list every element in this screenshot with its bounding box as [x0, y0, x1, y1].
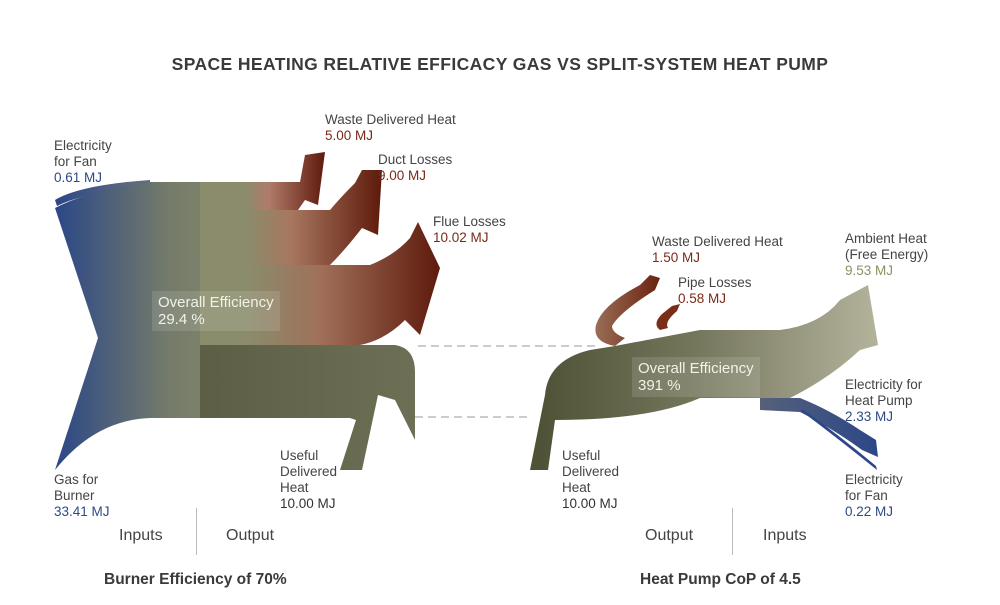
gas-output-label: Output	[226, 527, 275, 544]
flow-duct-losses	[200, 170, 382, 265]
flow-electricity-heat-pump	[760, 398, 878, 457]
gas-overall-efficiency: Overall Efficiency 29.4 %	[152, 291, 280, 331]
flow-pipe-losses	[656, 304, 680, 330]
gas-caption: Burner Efficiency of 70%	[104, 571, 287, 588]
flow-gas-burner	[55, 182, 200, 470]
label-ambient-heat: Ambient Heat (Free Energy) 9.53 MJ	[845, 231, 929, 278]
hp-overall-efficiency: Overall Efficiency 391 %	[632, 357, 760, 397]
label-waste-delivered-heat-gas: Waste Delivered Heat 5.00 MJ	[325, 112, 456, 143]
hp-output-label: Output	[645, 527, 694, 544]
label-electricity-heat-pump: Electricity for Heat Pump 2.33 MJ	[845, 377, 923, 424]
label-electricity-fan-hp: Electricity for Fan 0.22 MJ	[845, 472, 903, 519]
gas-divider	[196, 508, 197, 555]
label-waste-delivered-heat-hp: Waste Delivered Heat 1.50 MJ	[652, 234, 783, 265]
label-flue-losses: Flue Losses 10.02 MJ	[433, 214, 506, 245]
label-useful-delivered-heat-hp: Useful Delivered Heat 10.00 MJ	[562, 448, 620, 511]
flow-useful-delivered-heat-gas	[200, 345, 415, 470]
hp-inputs-label: Inputs	[763, 527, 807, 544]
gas-inputs-label: Inputs	[119, 527, 163, 544]
label-useful-delivered-heat-gas: Useful Delivered Heat 10.00 MJ	[280, 448, 338, 511]
flow-heat-pump-main	[530, 285, 878, 470]
page-title: SPACE HEATING RELATIVE EFFICACY GAS VS S…	[171, 54, 829, 74]
hp-divider	[732, 508, 733, 555]
flow-waste-delivered-heat-gas	[200, 152, 325, 210]
label-gas-burner: Gas for Burner 33.41 MJ	[54, 472, 110, 519]
hp-caption: Heat Pump CoP of 4.5	[640, 571, 801, 588]
label-electricity-fan-gas: Electricity for Fan 0.61 MJ	[54, 138, 112, 185]
label-pipe-losses: Pipe Losses 0.58 MJ	[678, 275, 752, 306]
flow-flue-losses	[200, 222, 440, 345]
flow-waste-delivered-heat-hp	[595, 275, 660, 346]
label-duct-losses: Duct Losses 9.00 MJ	[378, 152, 453, 183]
